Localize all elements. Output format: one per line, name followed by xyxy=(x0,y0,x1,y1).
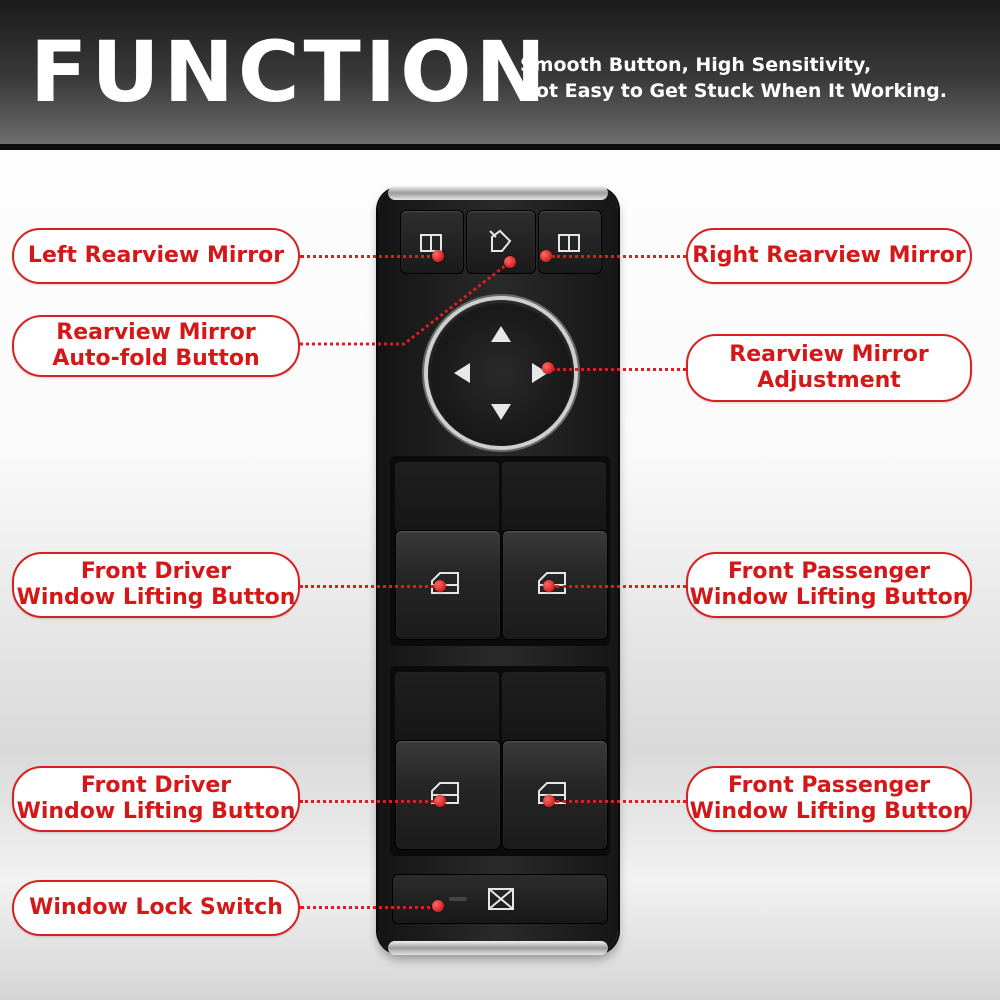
marker-dot xyxy=(504,256,516,268)
label-front-driver-window-2: Front Driver Window Lifting Button xyxy=(12,766,300,832)
label-text-line-2: Window Lifting Button xyxy=(16,799,296,824)
chrome-trim-bottom xyxy=(388,941,608,955)
leader-line xyxy=(552,368,686,371)
label-text-line-2: Window Lifting Button xyxy=(16,585,296,610)
tagline: Smooth Button, High Sensitivity, Not Eas… xyxy=(520,52,947,104)
right-mirror-button xyxy=(538,210,602,274)
leader-line xyxy=(300,800,440,803)
marker-dot xyxy=(432,900,444,912)
lock-indicator-led xyxy=(449,897,467,901)
window-button-cluster-lower xyxy=(390,666,610,856)
label-text-line-2: Window Lifting Button xyxy=(689,799,969,824)
rear-left-window-button xyxy=(395,740,501,850)
label-text-line-1: Front Passenger xyxy=(727,559,931,584)
marker-dot xyxy=(543,795,555,807)
tagline-line-2: Not Easy to Get Stuck When It Working. xyxy=(520,80,947,102)
button-slot xyxy=(502,462,606,532)
button-slot xyxy=(502,672,606,742)
leader-line-autofold xyxy=(300,260,511,346)
marker-dot xyxy=(432,250,444,262)
marker-dot xyxy=(540,250,552,262)
window-lock-button xyxy=(392,874,608,924)
mirror-autofold-button xyxy=(466,210,536,274)
label-text: Window Lock Switch xyxy=(29,895,283,920)
arrow-left-icon xyxy=(454,363,470,383)
label-text-line-1: Rearview Mirror xyxy=(56,320,256,345)
label-text-line-1: Rearview Mirror xyxy=(729,342,929,367)
chrome-trim-top xyxy=(388,186,608,200)
leader-line xyxy=(300,255,438,258)
label-left-rearview-mirror: Left Rearview Mirror xyxy=(12,228,300,284)
marker-dot xyxy=(434,795,446,807)
label-right-rearview-mirror: Right Rearview Mirror xyxy=(686,228,972,284)
label-text-line-1: Front Driver xyxy=(80,773,232,798)
window-lock-icon xyxy=(488,888,514,910)
arrow-up-icon xyxy=(491,326,511,342)
leader-line xyxy=(300,906,438,909)
label-text: Right Rearview Mirror xyxy=(692,243,966,268)
right-mirror-icon xyxy=(558,234,580,252)
label-mirror-autofold: Rearview Mirror Auto-fold Button xyxy=(12,315,300,377)
label-front-passenger-window-1: Front Passenger Window Lifting Button xyxy=(686,552,972,618)
tagline-line-1: Smooth Button, High Sensitivity, xyxy=(520,54,872,76)
label-window-lock-switch: Window Lock Switch xyxy=(12,880,300,936)
leader-line xyxy=(556,800,686,803)
rear-right-window-button xyxy=(502,740,608,850)
label-text-line-2: Window Lifting Button xyxy=(689,585,969,610)
label-text-line-1: Front Passenger xyxy=(727,773,931,798)
leader-line xyxy=(300,585,440,588)
label-front-passenger-window-2: Front Passenger Window Lifting Button xyxy=(686,766,972,832)
page-title: FUNCTION xyxy=(30,23,550,121)
header-banner: FUNCTION Smooth Button, High Sensitivity… xyxy=(0,0,1000,150)
label-text: Left Rearview Mirror xyxy=(27,243,285,268)
label-text-line-2: Auto-fold Button xyxy=(52,346,260,371)
mirror-fold-icon xyxy=(489,229,512,252)
window-button-cluster-upper xyxy=(390,456,610,646)
window-switch-panel xyxy=(378,186,618,955)
button-slot xyxy=(395,672,499,742)
label-text-line-2: Adjustment xyxy=(757,368,901,393)
marker-dot xyxy=(542,362,554,374)
leader-line xyxy=(556,585,686,588)
marker-dot xyxy=(543,580,555,592)
arrow-down-icon xyxy=(491,404,511,420)
left-mirror-button xyxy=(400,210,464,274)
label-text-line-1: Front Driver xyxy=(80,559,232,584)
button-slot xyxy=(395,462,499,532)
label-front-driver-window-1: Front Driver Window Lifting Button xyxy=(12,552,300,618)
marker-dot xyxy=(434,580,446,592)
label-mirror-adjustment: Rearview Mirror Adjustment xyxy=(686,334,972,402)
leader-line xyxy=(552,255,686,258)
